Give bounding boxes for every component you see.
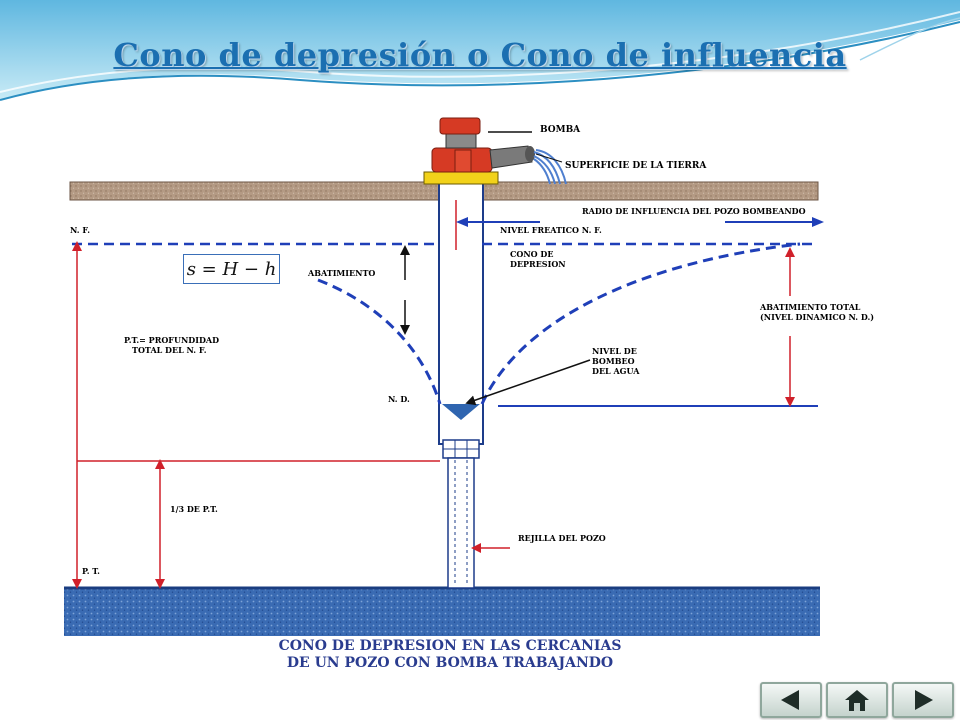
label-nf: N. F.: [70, 225, 90, 235]
well-water: [442, 404, 480, 420]
label-cono-1: CONO DE: [510, 249, 553, 259]
label-bombeo-3: DEL AGUA: [592, 366, 640, 376]
caption-line-2: DE UN POZO CON BOMBA TRABAJANDO: [287, 655, 613, 671]
home-icon: [845, 690, 869, 711]
label-abat-total-2: (NIVEL DINAMICO N. D.): [760, 312, 874, 322]
label-abatimiento: ABATIMIENTO: [307, 268, 375, 278]
home-button[interactable]: [826, 682, 888, 718]
label-radio: RADIO DE INFLUENCIA DEL POZO BOMBEANDO: [582, 206, 806, 216]
cone-right: [480, 242, 801, 405]
aquifer-layer: [64, 588, 820, 636]
slide-title: Cono de depresión o Cono de influencia: [113, 36, 847, 74]
label-nd: N. D.: [388, 394, 410, 404]
triangle-left-icon: [781, 690, 799, 710]
triangle-right-icon: [915, 690, 933, 710]
label-pt: P. T.: [82, 566, 100, 576]
label-bombeo-2: BOMBEO: [592, 356, 635, 366]
label-bomba: BOMBA: [540, 125, 581, 135]
label-cono-2: DEPRESION: [510, 259, 566, 269]
dimension-lines: [72, 241, 795, 589]
next-button[interactable]: [892, 682, 954, 718]
label-pt-prof-2: TOTAL DEL N. F.: [132, 345, 207, 355]
caption-line-1: CONO DE DEPRESION EN LAS CERCANIAS: [279, 638, 622, 654]
header-swoosh: [0, 0, 960, 101]
label-rejilla: REJILLA DEL POZO: [518, 533, 606, 543]
label-nivel-freatico: NIVEL FREATICO N. F.: [500, 225, 602, 235]
label-pt-prof-1: P.T.= PROFUNDIDAD: [124, 335, 219, 345]
prev-button[interactable]: [760, 682, 822, 718]
label-superficie: SUPERFICIE DE LA TIERRA: [565, 161, 707, 171]
label-abat-total-1: ABATIMIENTO TOTAL: [759, 302, 861, 312]
pump-icon: [423, 117, 567, 185]
cone-left: [317, 278, 442, 405]
label-un-tercio: 1/3 DE P.T.: [170, 504, 218, 514]
formula-box: s = H − h: [183, 254, 280, 284]
label-bombeo-1: NIVEL DE: [592, 346, 637, 356]
